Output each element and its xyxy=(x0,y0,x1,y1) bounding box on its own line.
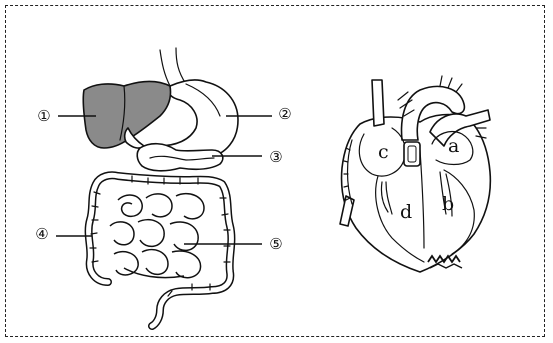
superior-vena-cava xyxy=(372,80,384,126)
label-5: ⑤ xyxy=(269,235,282,253)
label-c: c xyxy=(378,141,389,163)
small-intestine xyxy=(110,194,204,278)
label-1: ① xyxy=(37,107,50,125)
label-2: ② xyxy=(278,105,291,123)
digestive-system: ① ② ③ ④ ⑤ xyxy=(35,48,291,326)
heart: a b c d xyxy=(340,76,490,272)
label-4: ④ xyxy=(35,225,48,243)
esophagus xyxy=(160,48,186,86)
label-a: a xyxy=(448,135,459,157)
label-b: b xyxy=(442,193,454,215)
label-3: ③ xyxy=(269,148,282,166)
label-d: d xyxy=(400,201,412,223)
